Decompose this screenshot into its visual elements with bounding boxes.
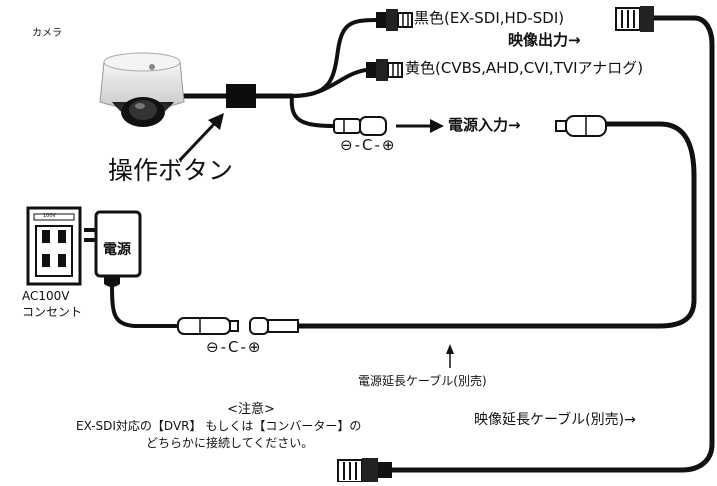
dc-female-connector-icon (333, 116, 387, 136)
video-output-label: 映像出力→ (508, 31, 581, 49)
dome-camera-icon (99, 52, 185, 127)
adapter-cable (110, 278, 180, 328)
minus-symbol: ⊖ (206, 338, 221, 356)
note-line1: EX-SDI対応の【DVR】 もしくは【コンバーター】の (76, 419, 362, 433)
bnc-yellow-connector-icon (366, 59, 403, 81)
yellow-output-label: 黄色(CVBS,AHD,CVI,TVIアナログ) (405, 59, 644, 77)
center-symbol: C (362, 136, 375, 154)
power-lead (289, 94, 336, 128)
dc-plug-adapter-icon (177, 317, 239, 335)
video-extension-label: 映像延長ケーブル(別売)→ (474, 412, 636, 428)
black-output-label: 黒色(EX-SDI,HD-SDI) (414, 9, 565, 27)
power-input-label: 電源入力→ (448, 116, 521, 134)
power-input-arrow (396, 119, 444, 133)
power-adapter-icon (84, 210, 142, 287)
power-extension-label: 電源延長ケーブル(別売) (358, 374, 487, 388)
plus-symbol: ⊕ (381, 136, 397, 154)
camera-label: カメラ (32, 28, 62, 39)
adapter-label: 電源 (103, 242, 131, 258)
bnc-extension-top-icon (615, 6, 654, 32)
outlet-label-line1: AC100V (22, 289, 70, 303)
outlet-voltage-label: 100V (43, 213, 56, 219)
dc-male-connector-icon (555, 115, 607, 137)
yellow-lead (290, 68, 368, 98)
bnc-extension-bottom-icon (337, 458, 392, 484)
extension-pointer-arrow (446, 344, 454, 368)
center-symbol: C (228, 338, 241, 356)
polarity-symbol-row-top: ⊖-C-⊕ (340, 136, 397, 154)
wall-outlet-icon (26, 206, 82, 286)
plus-symbol: ⊕ (247, 338, 263, 356)
power-extension-cable (295, 121, 697, 329)
button-pointer-arrow (178, 113, 224, 162)
note-line2: どちらかに接続してください。 (146, 436, 314, 450)
operation-button-label: 操作ボタン (108, 156, 234, 185)
outlet-label-line2: コンセント (22, 305, 83, 319)
cables (110, 15, 715, 473)
note-title: <注意> (227, 402, 275, 417)
minus-symbol: ⊖ (340, 136, 355, 154)
dc-jack-extension-icon (249, 317, 299, 335)
video-extension-cable (389, 15, 715, 473)
polarity-symbol-row-bottom: ⊖-C-⊕ (206, 338, 263, 356)
control-box (226, 84, 256, 108)
bnc-black-connector-icon (376, 9, 413, 31)
